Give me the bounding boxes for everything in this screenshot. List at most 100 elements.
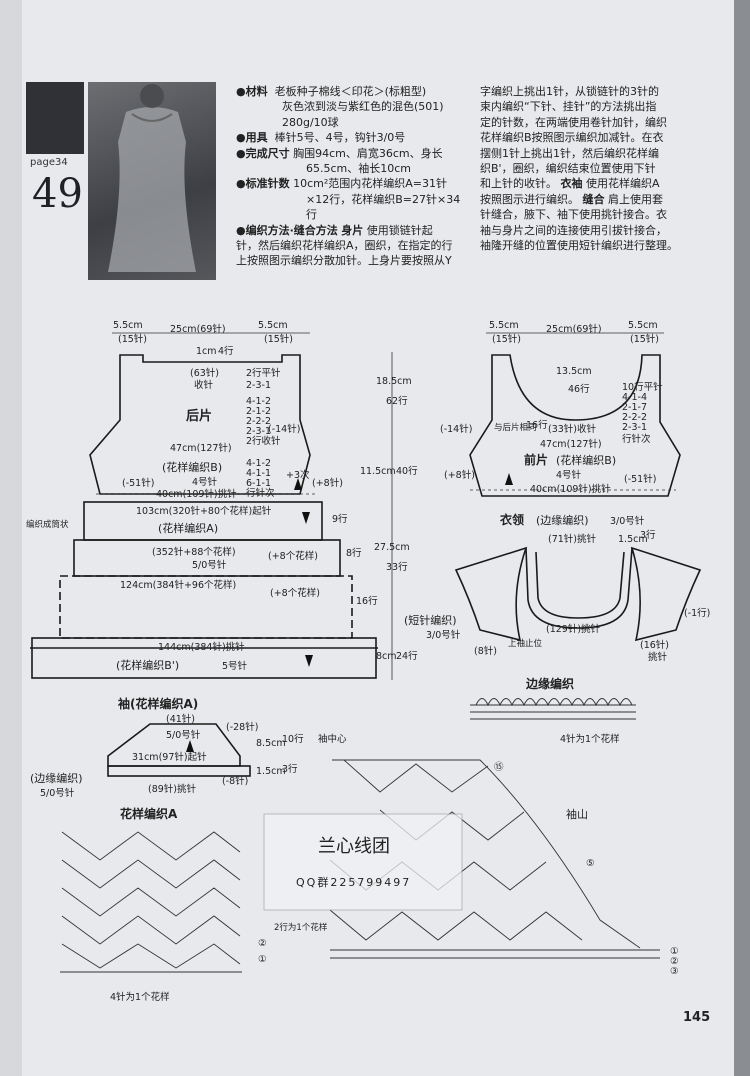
gauge-title: ●标准针数 (236, 177, 290, 191)
front-width40: 40cm(109针)挑针 (530, 483, 611, 495)
back-h115-rows: 40行 (396, 465, 418, 477)
back-top-left: 5.5cm (113, 320, 143, 331)
front-title: 前片 (524, 452, 548, 467)
sleeve-cap-center: 袖中心 (318, 733, 347, 745)
front-dec-4: 2-2-2 (622, 412, 647, 423)
method-right-line-9: 使用花样编织A (586, 177, 660, 191)
front-top-left: 5.5cm (489, 320, 519, 331)
pattern-badge (26, 82, 84, 154)
edge-repeat: 4针为1个花样 (560, 733, 620, 745)
collar-sleeve-mark: 上袖止位 (508, 638, 543, 649)
materials-line-3: 280g/10球 (282, 115, 339, 129)
info-block-left: ●材料 老板种子棉线＜印花＞(标粗型) 灰色浓到淡与紫红色的混色(501) 28… (236, 84, 476, 269)
back-piece-outline (89, 354, 311, 495)
sleeve-minus8: (-8针) (222, 775, 248, 787)
sleeve-h85: 8.5cm (256, 738, 286, 749)
method-left-line-1: 使用锁链针起 (366, 223, 433, 237)
back-plus3: +3次 (286, 469, 310, 481)
front-same-as-back: 与后片相同 (494, 422, 537, 433)
back-rows16: 16行 (356, 595, 378, 607)
sleeve-cap-r3: ③ (670, 966, 679, 977)
collar-pick16b: 挑针 (648, 651, 668, 663)
back-dec-11: 行针次 (246, 487, 275, 499)
back-dec-5: 2-2-2 (246, 416, 271, 427)
back-top-mid: 25cm(69针) (170, 323, 226, 335)
back-h8: 8cm (376, 651, 397, 662)
method-sewing-title: 缝合 (582, 192, 605, 206)
back-minus51: (-51针) (122, 477, 154, 489)
garment-photo-illustration (108, 84, 196, 272)
back-width124: 124cm(384针+96个花样) (120, 579, 236, 591)
front-width47: 47cm(127针) (540, 438, 602, 450)
materials-line-1: 老板种子棉线＜印花＞(标粗型) (274, 85, 427, 98)
method-right-line-6: 织B'，圈织，编织结束位置使用下针 (480, 162, 656, 176)
pattern-a-title: 花样编织A (120, 806, 178, 821)
back-h275: 27.5cm (374, 542, 410, 553)
front-plus8: (+8针) (444, 469, 475, 481)
back-dec-6: 2-3-1 (246, 426, 271, 437)
pattern-a-repeat-rows: 2行为1个花样 (274, 922, 328, 933)
back-h275-rows: 33行 (386, 561, 408, 573)
back-pattern-b2: (花样编织B') (116, 658, 179, 672)
watermark-title: 兰心线团 (318, 836, 390, 857)
gauge-line-3: 行 (306, 208, 317, 222)
back-width103: 103cm(320针+80个花样)起针 (136, 505, 272, 517)
front-top-right: 5.5cm (628, 320, 658, 331)
sleeve-cap-r5: ⑤ (586, 858, 595, 869)
sleeve-edge-band (107, 765, 251, 777)
collar-needle: 3/0号针 (610, 515, 645, 527)
front-minus51: (-51针) (624, 473, 656, 485)
front-minus14: (-14针) (440, 423, 472, 435)
front-dec-2: 4-1-4 (622, 392, 647, 403)
sleeve-cap-r15: ⑮ (494, 762, 504, 773)
gauge-line-2: ×12行，花样编织B=27针×34 (306, 192, 461, 206)
right-short-band (630, 546, 702, 642)
front-pattern-b: (花样编织B) (556, 453, 616, 467)
tools-text: 棒针5号、4号，钩针3/0号 (274, 131, 406, 145)
collar-pick129: (129针)挑针 (546, 623, 601, 635)
back-neck-rows: 4行 (218, 345, 234, 357)
back-bind: (63针) (190, 367, 219, 379)
collar-pick71: (71针)挑针 (548, 533, 597, 545)
front-top-left-sts: (15针) (492, 333, 521, 345)
method-right-line-2: 束内编织“下针、挂针”的方法挑出指 (480, 100, 657, 114)
sleeve-title: 袖(花样编织A) (118, 696, 198, 711)
info-block-right: 字编织上挑出1针，从锁链针的3针的 束内编织“下针、挂针”的方法挑出指 定的针数… (480, 84, 702, 253)
back-dec-2: 2-3-1 (246, 380, 271, 391)
back-title: 后片 (186, 408, 212, 424)
back-dec-8: 4-1-2 (246, 458, 271, 469)
edge-title: 边缘编织 (525, 676, 574, 691)
back-neck-cm: 1cm (196, 346, 217, 357)
direction-arrows (186, 473, 513, 752)
materials-title: ●材料 (236, 85, 268, 98)
back-needle5b: 5号针 (222, 660, 248, 672)
sleeve-top: (41针) (166, 713, 195, 725)
method-left-line-3: 上按照图示编织分散加针。上身片要按照从Y (236, 254, 452, 268)
method-right-line-5: 摆侧1针上挑出1针，然后编织花样编 (480, 146, 659, 160)
back-rows8: 8行 (346, 547, 362, 559)
back-pattern-b: (花样编织B) (162, 460, 222, 474)
sleeve-width31: 31cm(97针)起针 (132, 751, 207, 763)
garment-photo (88, 82, 216, 280)
collar-inner (535, 551, 625, 619)
pattern-a-chart (60, 831, 242, 973)
back-pattern-b-prime-band (31, 637, 377, 679)
back-dec-4: 2-1-2 (246, 406, 271, 417)
back-hem-arrow (305, 655, 313, 667)
collar-height: 1.5cm (618, 534, 648, 545)
back-dec-9: 4-1-1 (246, 468, 271, 479)
sleeve-cap-r1: ① (670, 946, 679, 957)
collar-minus1: (-1行) (684, 607, 710, 619)
pattern-number: 49 (32, 171, 83, 217)
method-title: ●编织方法·缝合方法 (236, 223, 338, 237)
collar-short-needle: 3/0号针 (426, 629, 461, 641)
sleeve-h15: 1.5cm (256, 766, 286, 777)
method-left-line-2: 针，然后编织花样编织A，圈织，在指定的行 (236, 239, 453, 253)
back-top-right: 5.5cm (258, 320, 288, 331)
front-needle4: 4号针 (556, 469, 582, 481)
method-right-line-15: 袖隆开缝的位置使用短针编织进行整理。 (480, 239, 678, 253)
tools-title: ●用具 (236, 131, 268, 145)
method-right-line-4: 花样编织B按照图示编织加减针。在衣 (480, 131, 664, 145)
back-dec-1: 2行平针 (246, 367, 281, 379)
pattern-a-row2: ② (258, 938, 267, 949)
